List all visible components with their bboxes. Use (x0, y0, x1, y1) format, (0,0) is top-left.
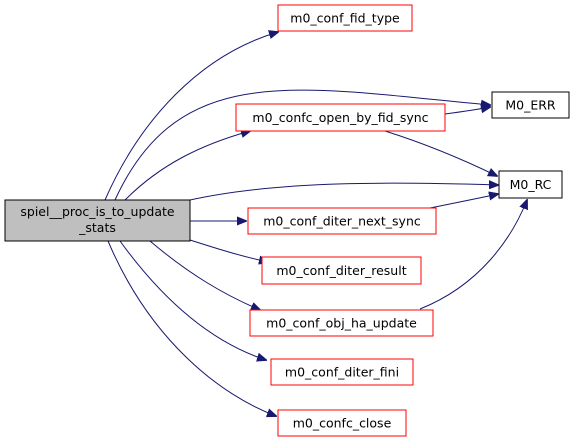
node-label: M0_RC (510, 177, 552, 192)
node-m0-conf-fid-type[interactable]: m0_conf_fid_type (277, 4, 413, 32)
edge-root-to-fid-type (104, 32, 278, 201)
edge-ha-update-to-rc (419, 200, 527, 310)
node-label: m0_conf_diter_result (276, 263, 406, 278)
node-m0-conf-diter-result[interactable]: m0_conf_diter_result (261, 256, 422, 285)
edge-root-to-err (114, 89, 490, 201)
node-label-line1: spiel__proc_is_to_update (20, 204, 175, 219)
node-label: m0_confc_close (293, 416, 392, 431)
edge-diter-next-to-rc (424, 194, 498, 210)
edge-open-sync-to-err (444, 107, 490, 115)
edge-root-to-diter-fini (119, 240, 266, 360)
edge-root-to-confc-close (107, 240, 276, 416)
node-label: M0_ERR (505, 98, 556, 113)
edge-root-to-ha-update (149, 240, 260, 310)
node-label: m0_conf_diter_next_sync (263, 214, 421, 229)
node-label: m0_confc_open_by_fid_sync (252, 110, 428, 125)
node-m0-confc-close[interactable]: m0_confc_close (277, 409, 407, 437)
node-m0-err[interactable]: M0_ERR (491, 91, 570, 119)
edge-open-sync-to-rc (384, 130, 497, 176)
node-label-line2: _stats (78, 220, 116, 235)
node-label: m0_conf_obj_ha_update (266, 316, 417, 331)
edge-root-to-diter-result (189, 239, 268, 262)
node-label: m0_conf_fid_type (290, 11, 400, 26)
edge-root-to-rc (189, 183, 498, 201)
node-m0-conf-diter-fini[interactable]: m0_conf_diter_fini (270, 358, 414, 386)
node-m0-confc-open-by-fid-sync[interactable]: m0_confc_open_by_fid_sync (235, 103, 446, 132)
node-m0-conf-diter-next-sync[interactable]: m0_conf_diter_next_sync (247, 207, 437, 235)
node-m0-conf-obj-ha-update[interactable]: m0_conf_obj_ha_update (249, 309, 434, 337)
node-label: m0_conf_diter_fini (285, 365, 399, 380)
node-spiel-proc-is-to-update-stats[interactable]: spiel__proc_is_to_update _stats (4, 199, 191, 242)
node-m0-rc[interactable]: M0_RC (498, 170, 563, 199)
edge-root-to-open-sync (124, 131, 250, 201)
